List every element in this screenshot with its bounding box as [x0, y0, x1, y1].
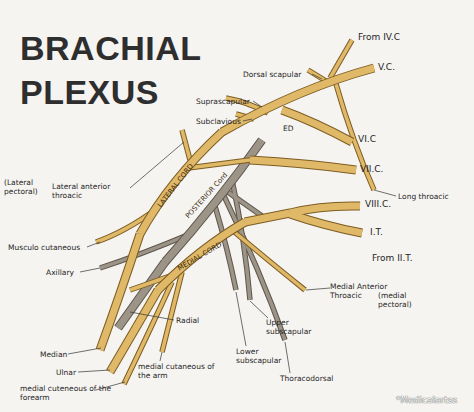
root-label: VII.C.: [360, 164, 383, 175]
root-label: V.C.: [378, 62, 395, 73]
nerve-label: medial cuteneous of the forearm: [20, 384, 120, 402]
nerve-label: Ulnar: [56, 368, 76, 377]
nerve-label: (Lateral pectoral): [4, 178, 50, 196]
nerve-label: (medial pectoral): [378, 291, 430, 309]
cord-label: LATERAL CORD: [156, 162, 196, 209]
nerve-label: Upper subscapular: [266, 318, 318, 336]
nerve-label: Axillary: [46, 268, 74, 277]
root-label: From II.T.: [372, 253, 413, 264]
watermark: *Medicalartss: [396, 396, 457, 405]
nerve-label: Long throacic: [398, 192, 449, 201]
nerve-label: Subclavious: [196, 117, 241, 126]
root-label: From IV.C: [358, 32, 400, 43]
nerve-outline: [100, 68, 374, 372]
root-label: I.T.: [370, 227, 383, 238]
nerve-fill: [100, 68, 374, 372]
nerve-label: Musculo cutaneous: [8, 243, 80, 252]
nerve-label: Median: [40, 350, 67, 359]
diagram-title: BRACHIAL PLEXUS: [20, 26, 205, 114]
nerve-label: Thoracodorsal: [280, 374, 333, 383]
nerve-label: Suprascapular: [196, 97, 250, 106]
leader-lines: [68, 74, 396, 390]
nerve-label: Radial: [176, 316, 199, 325]
nerve-label: medial cutaneous of the arm: [138, 362, 218, 380]
nerve-label: Lateral anterior throacic: [52, 182, 132, 200]
nerve-label: Lower subscapular: [236, 347, 288, 365]
division-label: ED: [283, 124, 294, 133]
root-label: VI.C: [358, 134, 376, 145]
root-label: VIII.C.: [365, 199, 391, 210]
nerve-label: Dorsal scapular: [243, 70, 301, 79]
